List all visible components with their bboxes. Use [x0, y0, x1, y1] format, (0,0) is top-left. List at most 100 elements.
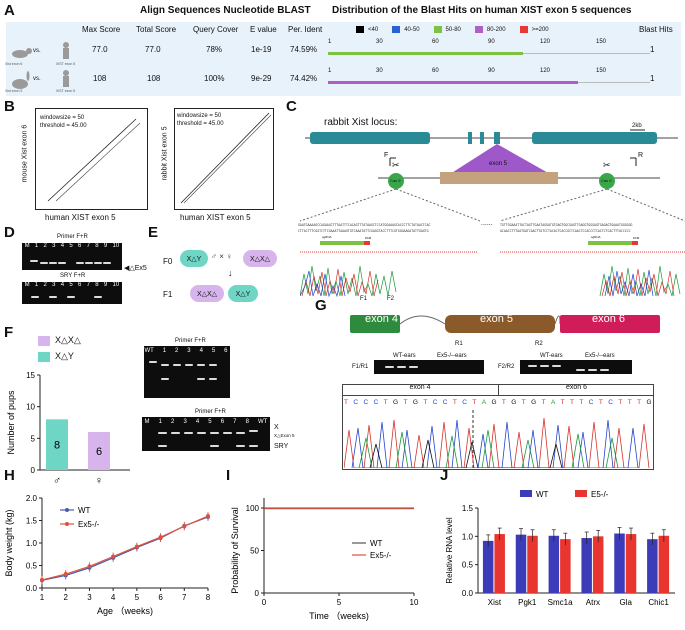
gel-f1r1-label: F1/R1 [352, 364, 369, 370]
query-cover-2: 100% [204, 74, 225, 83]
x-tick-label: Atrx [586, 598, 600, 607]
legend-label: Ex5-/- [370, 551, 392, 560]
x-tick-label: 2 [63, 593, 68, 602]
x-axis-label: Time （weeks) [309, 611, 369, 621]
generation-f0: F0 [163, 257, 173, 266]
lane-label: WT [257, 419, 268, 425]
lane-label: 2 [175, 348, 179, 354]
chromatogram-base: T [423, 399, 428, 406]
blast-title: Align Sequences Nucleotide BLAST [140, 5, 311, 16]
x-axis-label: Age （weeks) [97, 606, 153, 616]
exon-structure-diagram [350, 315, 660, 333]
legend-item: >=200 [519, 26, 549, 33]
gel-band [30, 260, 38, 262]
mouse-exon-label: Xist exon 6 [5, 62, 23, 66]
gel-band [197, 364, 205, 366]
y-tick-label: 50 [250, 547, 259, 556]
gel-band [67, 296, 75, 298]
exon4-label: exon 4 [365, 313, 399, 325]
y-axis-label: Number of pups [6, 390, 16, 455]
gel-band [185, 364, 193, 366]
gel-primer-fr [22, 243, 122, 270]
exon5-label: exon 5 [489, 161, 508, 167]
gel-f2r2-label: F2/R2 [498, 364, 515, 370]
lane-label: 5 [69, 243, 73, 249]
lane-label: 5 [69, 282, 73, 288]
gel-f-bottom-title: Primer F+R [195, 409, 226, 415]
y-axis-label: Relative RNA level [445, 517, 454, 583]
x-tick-label: ♀ [95, 475, 103, 487]
vs-label: vs. [33, 48, 41, 54]
legend-swatch [520, 490, 532, 497]
gel2-title: SRY F+R [60, 273, 86, 279]
bar [614, 533, 625, 593]
chromatogram-base: T [560, 399, 565, 406]
lane-label: 1 [162, 348, 167, 354]
chromatogram-base: C [588, 399, 594, 406]
y-tick-label: 1.5 [26, 517, 38, 526]
gel-marker-sry: SRY [274, 443, 289, 450]
lane-label: 10 [112, 282, 120, 288]
tick-label: 1 [328, 68, 332, 74]
chromatogram-base: G [412, 399, 418, 406]
per-ident-1: 74.59% [290, 45, 318, 54]
lane-label: WT [144, 348, 154, 354]
per-ident-2: 74.42% [290, 74, 318, 83]
chromatogram-base: C [363, 399, 369, 406]
bar [494, 534, 505, 593]
chromatogram-base: A [550, 399, 556, 406]
lane-label: 3 [52, 282, 56, 288]
chromatogram-base: C [432, 399, 438, 406]
blast-hits-1: 1 [650, 45, 655, 54]
tick-label: 90 [488, 39, 495, 45]
sequence-right-top: TGTTGGAAATTACTAGTTGAATAGGATGTGAGTGGCGAGT… [500, 223, 633, 227]
windowsize-label: windowsize = 50 [177, 113, 222, 119]
gel-marker-x-del: X△Exon 5 [274, 433, 295, 438]
data-point [182, 524, 187, 529]
tick-label: 150 [596, 39, 607, 45]
x-tick-label: 1 [40, 593, 45, 602]
gel-band [210, 445, 219, 447]
lane-label: 4 [199, 348, 203, 354]
locus-title: rabbit Xist locus: [324, 117, 398, 128]
gel-band [49, 296, 57, 298]
x-tick-label: 7 [182, 593, 187, 602]
panel-label-i: I [226, 467, 231, 484]
dotplot-1-ylabel: mouse Xist exon 6 [21, 124, 29, 183]
legend-label-female: X△X△ [55, 335, 81, 345]
chromatogram-base: G [491, 399, 497, 406]
gel-band [49, 262, 57, 264]
legend-swatch-black [356, 26, 364, 33]
chromatogram-base: T [570, 399, 575, 406]
legend-label: 80-200 [486, 26, 506, 33]
panel-label-d: D [4, 224, 15, 241]
f0-male-genotype: X△Y [180, 250, 208, 267]
identity-legend: <40 40-50 50-80 80-200 >=200 [356, 26, 549, 33]
header-e-value: E value [250, 25, 277, 34]
sequence-left-top: GAATGAAAAGCCAGAAGCTTTAATTTCACAGTTTATAAGC… [298, 223, 431, 227]
legend-label: WT [78, 506, 91, 515]
data-point [40, 577, 44, 582]
gel-f1r1 [374, 360, 484, 374]
gel-f-top-lanes: WT 1 2 3 4 5 6 [140, 348, 232, 354]
chromatogram-base: G [393, 399, 399, 406]
xist-locus-diagram [300, 129, 685, 298]
x-tick-label: 4 [111, 593, 116, 602]
lane-label: 9 [103, 282, 108, 288]
lane-label: 4 [60, 243, 65, 249]
lane-label: 7 [233, 419, 237, 425]
dotplot-2-ylabel: rabbit Xist exon 5 [161, 126, 169, 181]
chromatogram-base: C [462, 399, 467, 406]
gel-band [528, 365, 537, 367]
bar [581, 538, 592, 593]
legend-swatch-green [433, 26, 442, 33]
lane-label: 8 [95, 243, 99, 249]
dotplot-lines [180, 112, 272, 204]
x-tick-label: Xist [488, 598, 502, 607]
gel-f-top-title: Primer F+R [175, 338, 206, 344]
chromatogram-base: C [373, 399, 379, 406]
panel-label-e: E [148, 224, 159, 241]
blast-hits-2: 1 [650, 74, 655, 83]
bar [560, 539, 571, 593]
